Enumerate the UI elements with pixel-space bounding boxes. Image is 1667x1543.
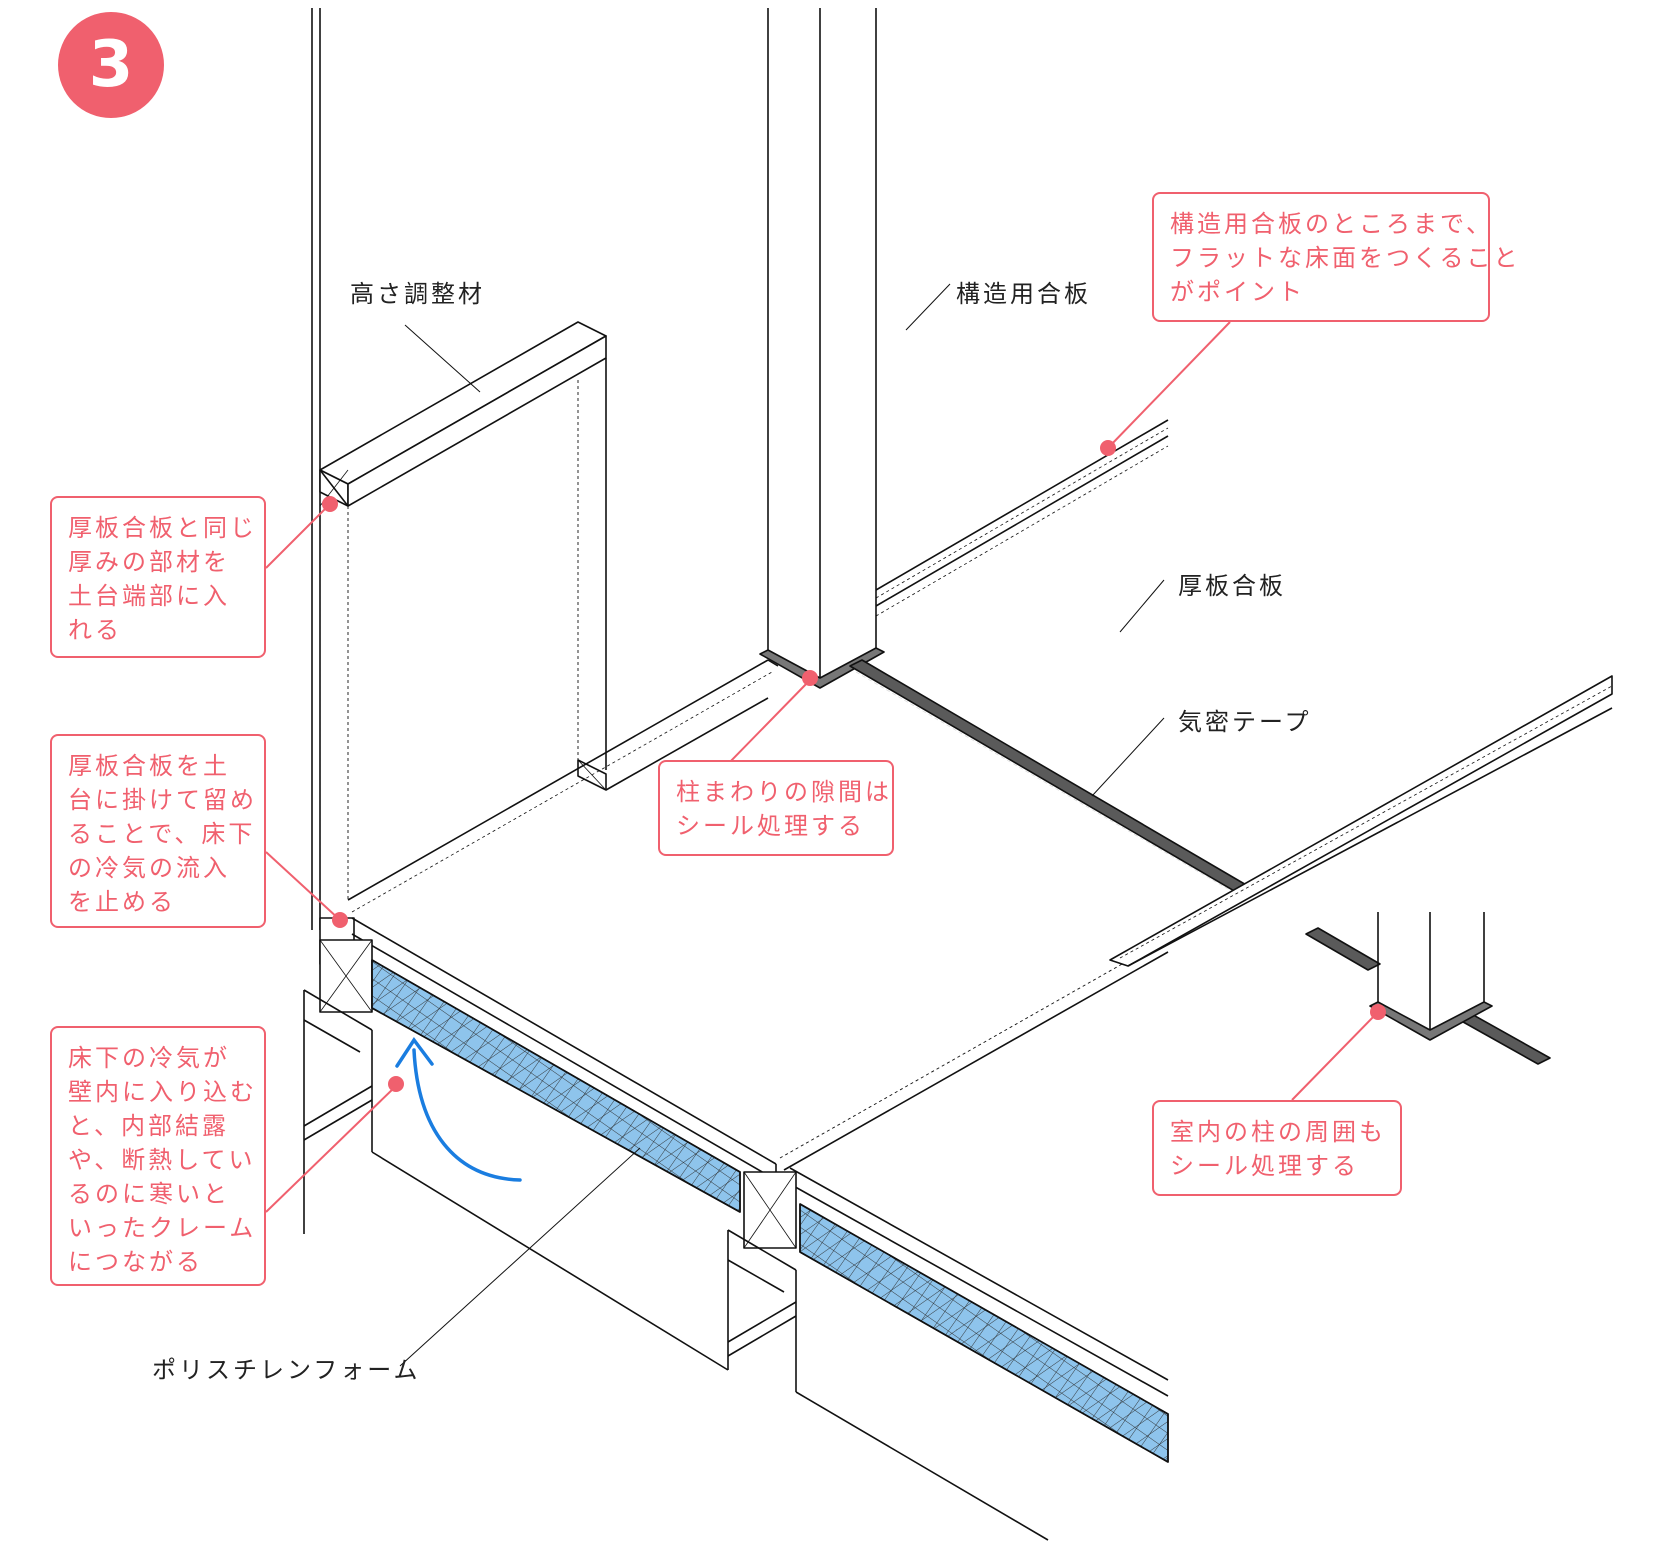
callout-hook-plywood: 厚板合板を土 台に掛けて留め ることで、床下 の冷気の流入 を止める bbox=[50, 734, 266, 928]
callout-column-seal: 柱まわりの隙間は シール処理する bbox=[658, 760, 894, 856]
callout-line: 構造用合板のところまで、 bbox=[1170, 210, 1494, 238]
callout-indoor-column: 室内の柱の周囲も シール処理する bbox=[1152, 1100, 1402, 1196]
height-adjuster-lumber bbox=[319, 321, 607, 900]
callout-line: につながる bbox=[68, 1248, 203, 1276]
step-number-badge: 3 bbox=[58, 12, 164, 118]
main-column bbox=[759, 8, 885, 689]
callout-line: 床下の冷気が bbox=[68, 1044, 230, 1072]
label-thick-plywood: 厚板合板 bbox=[1178, 572, 1286, 600]
label-polystyrene-foam: ポリスチレンフォーム bbox=[152, 1356, 421, 1384]
floor-joists bbox=[303, 989, 1049, 1541]
callout-line: 壁内に入り込む bbox=[68, 1078, 257, 1106]
callout-line: れる bbox=[68, 616, 122, 644]
callout-line: 土台端部に入 bbox=[68, 582, 230, 610]
callout-line: いったクレーム bbox=[68, 1214, 257, 1242]
callout-same-thickness: 厚板合板と同じ 厚みの部材を 土台端部に入 れる bbox=[50, 496, 266, 658]
callout-line: 厚板合板と同じ bbox=[68, 514, 257, 542]
polystyrene-foam bbox=[371, 959, 1169, 1463]
callout-line: の冷気の流入 bbox=[68, 854, 230, 882]
structural-plywood-strip bbox=[875, 419, 1169, 617]
callout-line: 台に掛けて留め bbox=[68, 786, 257, 814]
callout-cold-air: 床下の冷気が 壁内に入り込む と、内部結露 や、断熱してい るのに寒いと いった… bbox=[50, 1026, 266, 1286]
callout-dots bbox=[322, 440, 1386, 1092]
callout-line: や、断熱してい bbox=[68, 1146, 256, 1174]
callout-line: るのに寒いと bbox=[68, 1180, 230, 1208]
front-plywood-strip bbox=[1109, 675, 1613, 967]
callout-flat-floor: 構造用合板のところまで、 フラットな床面をつくること がポイント bbox=[1152, 192, 1521, 322]
airtight-tape bbox=[849, 659, 1551, 1065]
callout-line: ることで、床下 bbox=[68, 820, 256, 848]
label-height-adjuster: 高さ調整材 bbox=[350, 280, 485, 308]
callout-line: を止める bbox=[68, 888, 176, 916]
callout-line: シール処理する bbox=[1170, 1152, 1359, 1180]
callout-line: 柱まわりの隙間は bbox=[676, 778, 892, 806]
back-sill bbox=[347, 659, 779, 913]
front-sill bbox=[319, 939, 797, 1249]
label-airtight-tape: 気密テープ bbox=[1178, 708, 1312, 736]
cold-air-arrow-icon bbox=[395, 1036, 522, 1182]
leader-lines bbox=[399, 283, 1165, 1367]
callout-line: 厚板合板を土 bbox=[68, 752, 230, 780]
callout-line: がポイント bbox=[1170, 278, 1305, 306]
callout-line: と、内部結露 bbox=[68, 1112, 230, 1140]
thick-plywood-floor bbox=[351, 917, 1169, 1397]
callout-line: フラットな床面をつくること bbox=[1170, 244, 1521, 272]
callout-pointers bbox=[265, 321, 1379, 1213]
label-structural-plywood: 構造用合板 bbox=[956, 280, 1091, 308]
callout-line: 室内の柱の周囲も bbox=[1170, 1118, 1386, 1146]
callout-line: 厚みの部材を bbox=[68, 548, 230, 576]
callout-line: シール処理する bbox=[676, 812, 865, 840]
